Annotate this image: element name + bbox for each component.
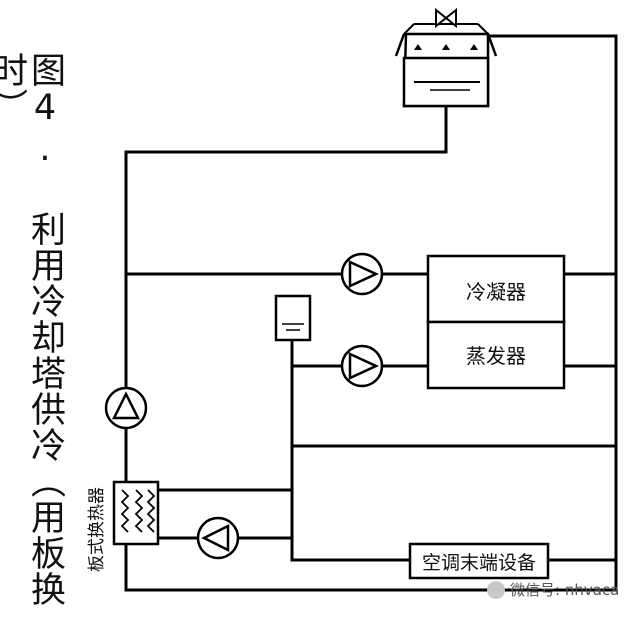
pipe-tower-return: [124, 34, 618, 592]
watermark-text: 微信号: nhvaca: [510, 581, 619, 599]
condenser-label: 冷凝器: [466, 280, 526, 304]
pump-hx-icon: [196, 516, 240, 560]
valve-icon: [435, 7, 457, 29]
figure-caption: 图4. 利用冷却塔供冷（用板换时）: [0, 52, 65, 607]
condenser-box: [426, 254, 566, 324]
plate-heat-exchanger-icon: [112, 480, 160, 546]
terminal-box: [408, 542, 550, 580]
evaporator-label: 蒸发器: [466, 344, 526, 368]
expansion-tank-icon: [274, 294, 312, 342]
pump-evaporator-icon: [340, 344, 384, 388]
watermark: 微信号: nhvaca: [487, 581, 619, 599]
pump-condenser-icon: [340, 252, 384, 296]
pipe-evap-supply: [290, 364, 344, 562]
pump-tower-icon: [104, 386, 148, 430]
evaporator-box: [426, 320, 566, 390]
pipe-tower-outlet: [124, 104, 448, 592]
terminal-label: 空调末端设备: [422, 552, 536, 574]
cooling-tower-icon: [394, 23, 498, 108]
plate-hx-label: 板式换热器: [87, 487, 107, 572]
wechat-icon: [487, 581, 505, 599]
spray-nozzle-icon: [414, 44, 478, 50]
